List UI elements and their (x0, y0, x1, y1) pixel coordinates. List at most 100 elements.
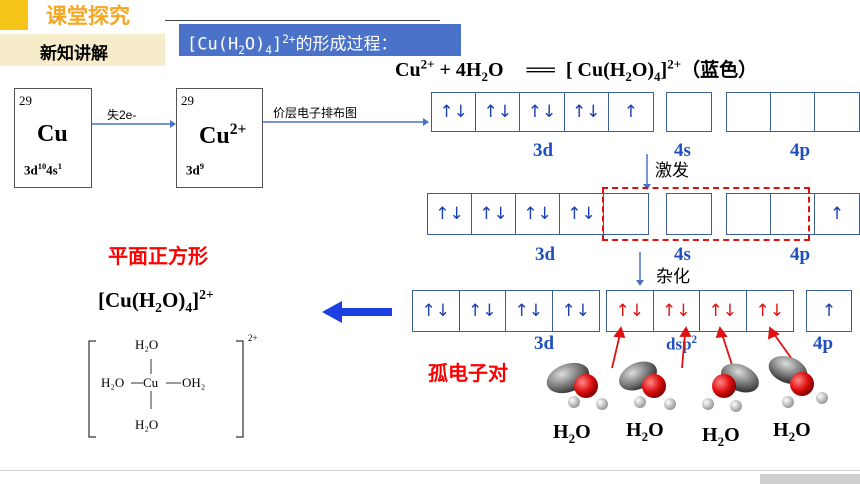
structure-bracket-icon (88, 340, 244, 438)
row1-3d-1: ↑↓ (432, 93, 477, 131)
topic-formula: [Cu(H (187, 34, 239, 55)
structure-top: H₂O (135, 337, 159, 352)
cu-config: 3d104s1 (24, 161, 62, 178)
w2-o: O (648, 419, 664, 441)
excite-label: 激发 (655, 161, 689, 181)
complex-charge: 2+ (199, 287, 214, 302)
cu-ion-charge: 2+ (229, 121, 247, 138)
water-label-3: H2O (702, 424, 740, 450)
header-title: 课堂探究 (46, 4, 130, 28)
arrow-lose-icon (92, 120, 176, 128)
topic-mid: O) (244, 34, 266, 55)
row3-dsp2-3: ↑↓ (700, 291, 747, 331)
row3-4p-1: ↑ (821, 301, 837, 321)
structure-bottom: H₂O (135, 417, 159, 432)
row2-label-3d: 3d (535, 244, 556, 265)
row1-4s-orbital (666, 92, 712, 132)
row3-dsp2-orbitals: ↑↓ ↑↓ ↑↓ ↑↓ (606, 290, 794, 332)
cu-atom-card: 29 Cu 3d104s1 (14, 88, 92, 188)
eq-product-end: ] (660, 59, 668, 81)
row2-4p-1 (727, 194, 771, 234)
row3-3d-2: ↑↓ (460, 291, 506, 331)
complex-sub2: 2 (155, 300, 162, 316)
cu-config-sup2: 1 (57, 161, 62, 171)
cu-ion-number: 29 (181, 93, 194, 108)
eq-cu-charge: 2+ (420, 56, 435, 72)
row2-4p-2 (771, 194, 815, 234)
w4-o: O (795, 419, 811, 441)
row1-label-4s: 4s (674, 140, 691, 161)
big-left-arrow-icon (322, 301, 392, 323)
water-label-1: H2O (553, 421, 591, 447)
subtitle: 新知讲解 (40, 44, 108, 64)
geometry-name: 平面正方形 (108, 244, 208, 268)
cu-ion-config-sup: 9 (199, 161, 204, 171)
row2-label-4s: 4s (674, 244, 691, 265)
water-molecules-illustration (546, 326, 828, 412)
row2-3d-orbitals: ↑↓ ↑↓ ↑↓ ↑↓ (427, 193, 649, 235)
complex-pre: [Cu(H (98, 288, 156, 312)
eq-equals: ══ (526, 59, 555, 81)
w1-h: H (553, 421, 569, 443)
cu-config-sup1: 10 (37, 161, 47, 171)
w1-sub: 2 (568, 431, 576, 446)
cu-ion-config-3d: 3d (186, 162, 200, 178)
structure-center: Cu (143, 375, 159, 390)
row2-3d-3: ↑↓ (516, 194, 560, 234)
row1-label-4p: 4p (790, 140, 811, 161)
cu-config-4s: 4s (46, 162, 58, 178)
row1-3d-4: ↑↓ (565, 93, 609, 131)
lone-pair-label: 孤电子对 (428, 361, 508, 385)
hybrid-label: 杂化 (656, 267, 690, 287)
w3-h: H (702, 424, 718, 446)
topic-bracket: ] (271, 34, 283, 55)
row1-3d-2: ↑↓ (476, 93, 521, 131)
row3-3d-1: ↑↓ (413, 291, 460, 331)
eq-product-sub4: 4 (654, 69, 661, 84)
row2-3d-4: ↑↓ (560, 194, 604, 234)
eq-product-charge: 2+ (667, 56, 682, 72)
complex-mid: O) (162, 288, 186, 312)
eq-color-note: （蓝色） (681, 59, 758, 81)
structure-right: OH₂ (182, 375, 206, 390)
row3-4p-orbital: ↑ (806, 290, 852, 332)
arrow-valence-icon (263, 118, 429, 126)
row1-label-3d: 3d (533, 140, 554, 161)
row1-4p-1 (727, 93, 771, 131)
eq-water-o: O (487, 59, 504, 81)
row1-3d-3: ↑↓ (520, 93, 565, 131)
structure-charge: 2+ (248, 333, 258, 343)
row3-3d-4: ↑↓ (561, 301, 591, 321)
row2-4s-orbital (666, 193, 712, 235)
header-accent-bar (0, 0, 28, 30)
w1-o: O (575, 421, 591, 443)
complex-formula: [Cu(H2O)4]2+ (98, 287, 214, 316)
reaction-equation: Cu2+ + 4H2O ══ [ Cu(H2O)4]2+（蓝色） (395, 55, 757, 85)
row3-3d-3: ↑↓ (506, 291, 553, 331)
cu-symbol: Cu (37, 121, 68, 147)
cu-ion-symbol: Cu2+ (199, 121, 246, 150)
water-molecule-3 (702, 363, 759, 412)
eq-water-sub: 2 (481, 69, 488, 84)
hybrid-selection-outline (602, 187, 810, 241)
footer-bar (760, 474, 860, 484)
topic-sub: 2 (238, 44, 245, 58)
row3-dsp2-2: ↑↓ (654, 291, 700, 331)
eq-product-mid: O) (631, 59, 655, 81)
water-label-2: H2O (626, 419, 664, 445)
topic-sub4: 4 (265, 44, 272, 58)
water-molecule-1 (546, 362, 608, 410)
w3-sub: 2 (717, 434, 725, 449)
topic-tail: 的形成过程： (295, 34, 398, 55)
row3-dsp2-1: ↑↓ (607, 291, 654, 331)
header-line (165, 20, 440, 21)
row3-label-3d: 3d (534, 333, 555, 354)
dsp-sup: 2 (691, 334, 698, 346)
row2-3d-2: ↑↓ (472, 194, 516, 234)
row3-label-4p: 4p (813, 333, 834, 354)
hybrid-arrow-icon (636, 252, 644, 286)
row2-3d-1: ↑↓ (428, 194, 472, 234)
complex-end: ] (192, 288, 200, 312)
w4-h: H (773, 419, 789, 441)
row2-4p-3: ↑ (829, 204, 845, 224)
